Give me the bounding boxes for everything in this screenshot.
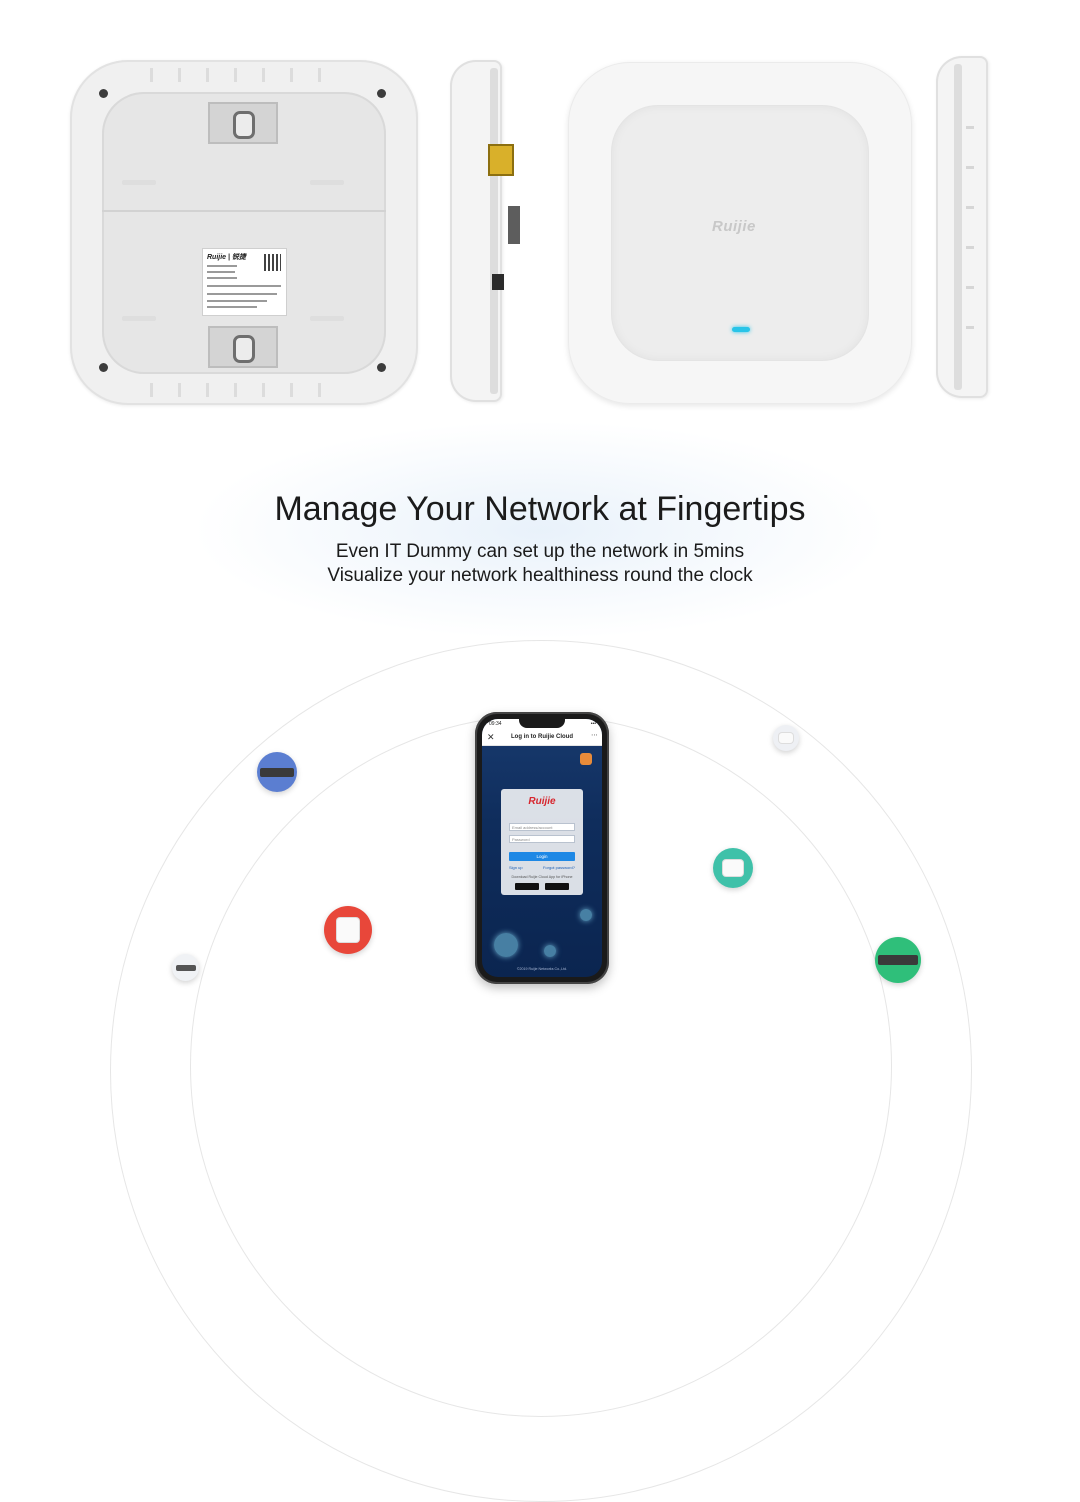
screw xyxy=(377,363,386,372)
subheadline-monitor: Visualize your network healthiness round… xyxy=(327,565,753,586)
wall-ap-device-icon xyxy=(324,906,372,954)
login-button[interactable]: Login xyxy=(509,852,575,861)
front-panel: Ruijie xyxy=(612,106,868,360)
mount-bar xyxy=(122,316,156,321)
app-title: Log in to Ruijie Cloud xyxy=(511,734,573,740)
rib xyxy=(150,383,153,397)
more-icon[interactable]: ⋯ xyxy=(591,732,598,739)
ap-back-view: Ruijie | 锐捷 xyxy=(70,60,418,405)
rib xyxy=(150,68,153,82)
rib xyxy=(206,383,209,397)
google-play-badge-icon[interactable] xyxy=(515,883,539,890)
forgot-password-link[interactable]: Forgot password? xyxy=(542,865,575,870)
account-field[interactable]: Email address/account xyxy=(509,823,575,831)
rib xyxy=(262,383,265,397)
network-node-icon xyxy=(580,909,592,921)
brand-logo: Ruijie xyxy=(528,796,556,807)
side-edge xyxy=(490,68,498,394)
ethernet-port-icon xyxy=(488,144,514,176)
product-label: Ruijie | 锐捷 xyxy=(202,248,287,316)
side-edge xyxy=(954,64,962,390)
ap-side-view-plain xyxy=(936,56,988,398)
copyright-footer: ©2019 Ruijie Networks Co.,Ltd. xyxy=(516,967,568,971)
smartphone: 09:34 ••• ✕ Log in to Ruijie Cloud ⋯ Rui… xyxy=(475,712,609,984)
language-icon[interactable] xyxy=(580,753,592,765)
download-text: Download Ruijie Cloud App for iPhone xyxy=(511,875,573,879)
qr-code-icon xyxy=(264,254,281,271)
rib xyxy=(178,68,181,82)
mount-slot-top xyxy=(208,102,278,144)
label-brand: Ruijie | 锐捷 xyxy=(207,254,246,261)
front-logo: Ruijie xyxy=(712,218,756,235)
rib xyxy=(234,383,237,397)
page-headline: Manage Your Network at Fingertips xyxy=(274,490,806,528)
signup-link[interactable]: Sign up xyxy=(509,865,523,870)
rib xyxy=(234,68,237,82)
password-field[interactable]: Password xyxy=(509,835,575,843)
rib xyxy=(262,68,265,82)
rib xyxy=(178,383,181,397)
power-port-icon xyxy=(492,274,504,290)
subheadline-setup: Even IT Dummy can set up the network in … xyxy=(335,541,745,562)
screw xyxy=(99,363,108,372)
rib xyxy=(318,68,321,82)
ap-front-view: Ruijie xyxy=(568,62,912,404)
close-icon[interactable]: ✕ xyxy=(487,732,495,742)
mount-bar xyxy=(122,180,156,185)
mount-slot-bottom xyxy=(208,326,278,368)
phone-notch xyxy=(519,719,565,728)
rib xyxy=(318,383,321,397)
login-card: Ruijie Email address/account Password Lo… xyxy=(501,789,583,895)
router-device-icon xyxy=(172,954,199,981)
ceiling-ap-device-icon xyxy=(713,848,753,888)
app-titlebar: ✕ Log in to Ruijie Cloud ⋯ xyxy=(482,731,602,746)
mounting-plate xyxy=(102,92,386,374)
status-indicators: ••• xyxy=(590,721,596,727)
mount-bar xyxy=(310,316,344,321)
screw xyxy=(377,89,386,98)
ap-side-view-ports xyxy=(450,60,520,402)
app-store-badge-icon[interactable] xyxy=(545,883,569,890)
network-node-icon xyxy=(544,945,556,957)
heading-glow xyxy=(190,420,890,640)
status-time: 09:34 xyxy=(489,721,502,727)
reset-button-icon xyxy=(508,206,520,244)
cloud-node-icon xyxy=(494,933,518,957)
rib xyxy=(206,68,209,82)
rib xyxy=(290,383,293,397)
screw xyxy=(99,89,108,98)
phone-screen: 09:34 ••• ✕ Log in to Ruijie Cloud ⋯ Rui… xyxy=(482,719,602,977)
mount-bar xyxy=(310,180,344,185)
gateway-device-icon xyxy=(875,937,921,983)
switch-device-icon xyxy=(257,752,297,792)
rib xyxy=(290,68,293,82)
status-led-icon xyxy=(732,327,750,332)
divider xyxy=(102,210,386,212)
ap-device-icon xyxy=(773,725,799,751)
